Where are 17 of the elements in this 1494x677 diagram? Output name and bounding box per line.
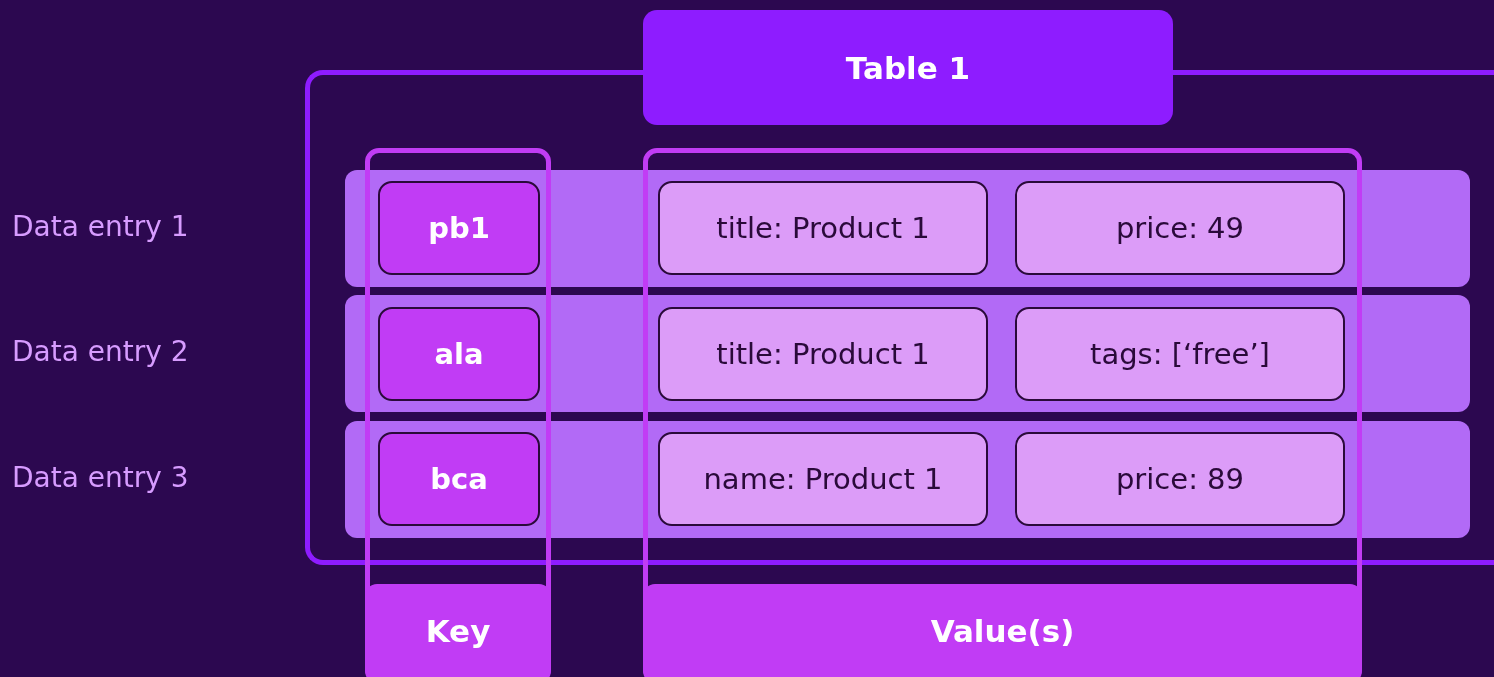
value-cell: price: 49 <box>1015 181 1345 275</box>
value-cell: title: Product 1 <box>658 307 988 401</box>
column-outline <box>365 148 551 677</box>
value-cell: name: Product 1 <box>658 432 988 526</box>
key-cell: pb1 <box>378 181 540 275</box>
value-cell: title: Product 1 <box>658 181 988 275</box>
key-cell: ala <box>378 307 540 401</box>
value-cell: price: 89 <box>1015 432 1345 526</box>
row-label: Data entry 2 <box>12 335 189 368</box>
column-label: Key <box>365 584 551 677</box>
column-label: Value(s) <box>643 584 1362 677</box>
row-label: Data entry 1 <box>12 210 189 243</box>
column-outline <box>643 148 1362 677</box>
key-cell: bca <box>378 432 540 526</box>
row-label: Data entry 3 <box>12 461 189 494</box>
value-cell: tags: [‘free’] <box>1015 307 1345 401</box>
table-title: Table 1 <box>643 10 1173 125</box>
